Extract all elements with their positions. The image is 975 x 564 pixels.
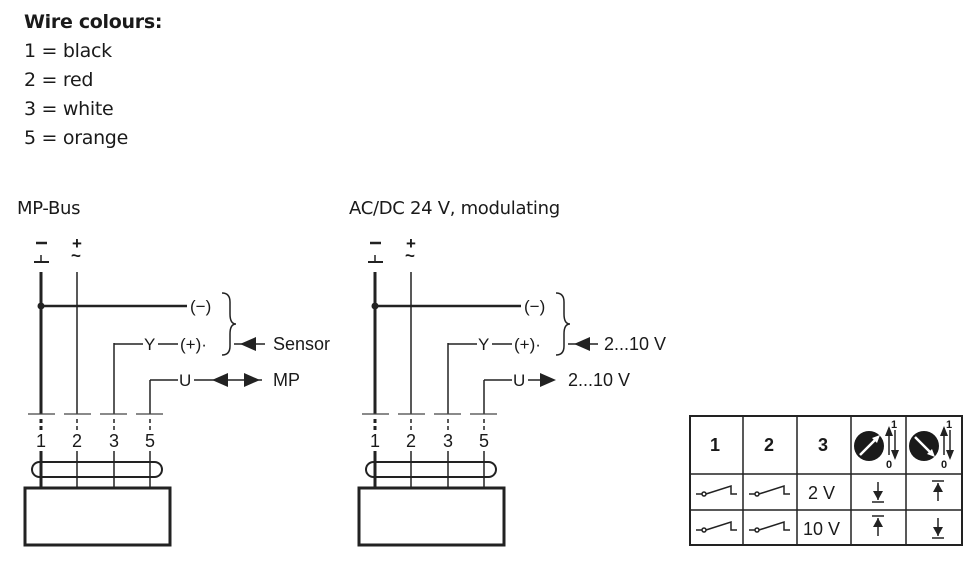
legend-title: Wire colours: [24,11,163,33]
input-arrow-icon [234,337,265,351]
pos-signal-label: (+)· [514,335,541,354]
neg-signal-label: (−) [524,297,545,316]
neg-signal-label: (−) [190,297,211,316]
terminal-label: 3 [443,431,453,451]
legend-item: 1 = black [24,40,112,62]
voltage-setting: 2 V [808,483,835,503]
arrow-up-to-bar-icon [932,480,944,501]
rotary-dial-cw-icon [854,426,899,461]
table-header-cell: 2 [764,435,774,455]
terminal-label: 1 [370,431,380,451]
arrow-down-to-bar-icon [872,482,884,503]
voltage-setting: 10 V [803,519,840,539]
plus-symbol: + [72,234,82,253]
terminal-label: 5 [145,431,155,451]
terminal-label: 5 [479,431,489,451]
legend-item: 3 = white [24,98,114,120]
terminal-label: 2 [72,431,82,451]
u-target-label: MP [273,370,300,390]
modulating-wiring-diagram: + ~ (−) Y (+)· U 2...10 V 2...10 V 1 2 3… [357,234,666,547]
dial-label-bottom: 0 [941,459,947,471]
switch-setting-table: 1 2 3 1 0 1 0 [689,415,963,546]
open-switch-icon [749,520,790,533]
y-source-label: 2...10 V [604,334,666,354]
rotary-dial-ccw-icon [909,426,954,461]
dial-label-top: 1 [891,419,897,431]
ac-symbol: ~ [71,246,81,265]
pos-signal-label: (+)· [180,335,207,354]
y-signal-label: Y [478,335,489,354]
terminal-label: 1 [36,431,46,451]
wiring-lines [23,241,238,547]
table-header-cell: 3 [818,435,828,455]
terminal-label: 3 [109,431,119,451]
mp-bus-wiring-diagram: + ~ (−) Y (+)· U Sensor MP 1 2 3 5 [23,234,330,547]
dial-label-top: 1 [946,419,952,431]
diagram-title-modulating: AC/DC 24 V, modulating [349,198,560,219]
u-signal-label: U [179,371,191,390]
input-arrow-icon [568,337,598,351]
u-target-label: 2...10 V [568,370,630,390]
y-source-label: Sensor [273,334,330,354]
open-switch-icon [749,484,790,497]
open-switch-icon [696,484,737,497]
bidirectional-arrow-icon [194,373,262,387]
u-signal-label: U [513,371,525,390]
table-header-cell: 1 [710,435,720,455]
legend-item: 5 = orange [24,127,128,149]
open-switch-icon [696,520,737,533]
diagram-title-mp-bus: MP-Bus [17,198,81,219]
dial-label-bottom: 0 [886,459,892,471]
terminal-label: 2 [406,431,416,451]
arrow-down-to-bar-icon [932,518,944,539]
plus-symbol: + [406,234,416,253]
ac-symbol: ~ [405,246,415,265]
legend-item: 2 = red [24,69,94,91]
arrow-up-to-bar-icon [872,515,884,536]
y-signal-label: Y [144,335,155,354]
output-arrow-icon [528,373,556,387]
wire-colour-legend: Wire colours: 1 = black 2 = red 3 = whit… [24,8,162,153]
wiring-lines [357,241,572,547]
